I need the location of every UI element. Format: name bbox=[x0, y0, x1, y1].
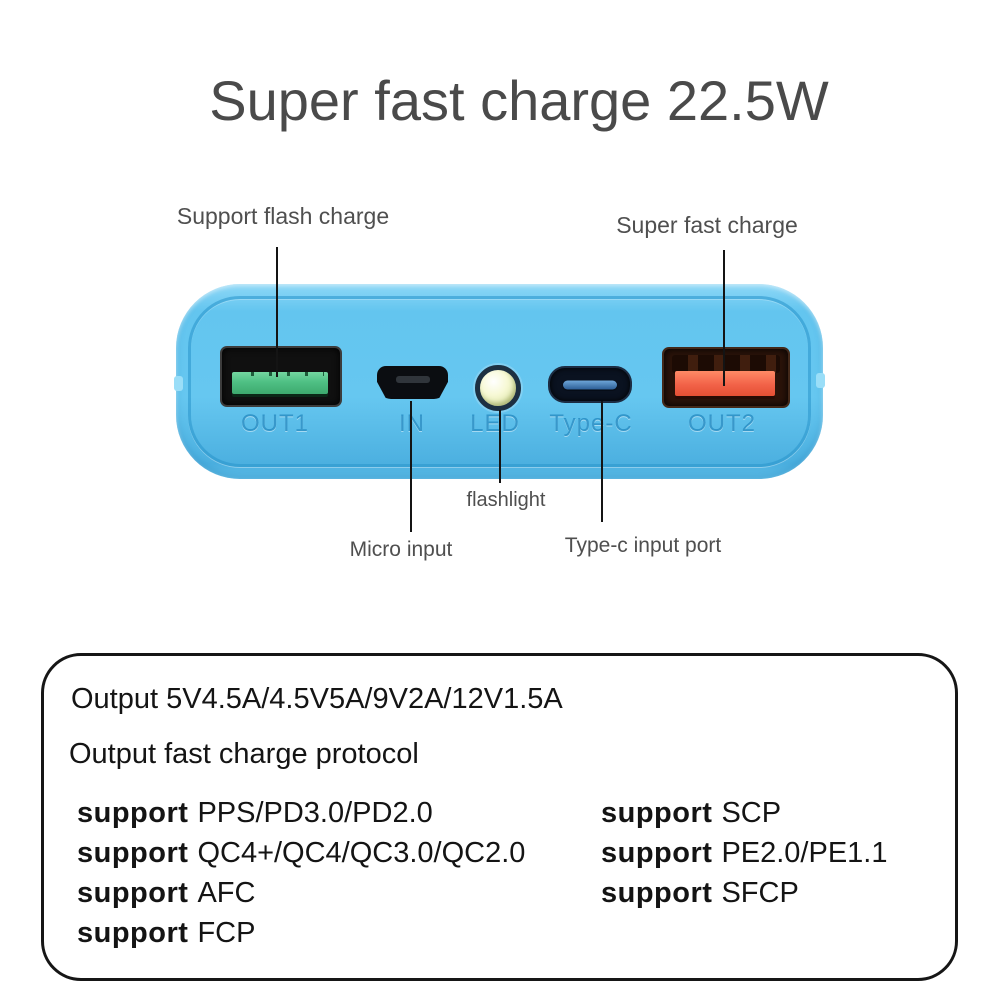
usb-green-tab bbox=[232, 372, 328, 394]
label-type-c-input-port: Type-c input port bbox=[564, 534, 722, 557]
usb-orange-tab bbox=[675, 371, 775, 396]
usb-a-out1-port bbox=[220, 346, 342, 407]
protocol-value: PE2.0/PE1.1 bbox=[721, 837, 888, 869]
shell-seam-left bbox=[174, 376, 183, 391]
callout-line-out1 bbox=[276, 247, 278, 377]
engraved-label-out1: OUT1 bbox=[240, 410, 310, 437]
type-c-tab bbox=[563, 380, 617, 389]
led-flashlight-lens bbox=[475, 365, 521, 411]
type-c-port bbox=[548, 366, 632, 403]
callout-line-out2 bbox=[723, 250, 725, 386]
engraved-label-out2: OUT2 bbox=[687, 410, 757, 437]
protocol-value: SCP bbox=[721, 797, 782, 829]
callout-line-micro-input bbox=[410, 401, 412, 532]
protocol-value: QC4+/QC4/QC3.0/QC2.0 bbox=[197, 837, 526, 869]
page-title: Super fast charge 22.5W bbox=[209, 69, 829, 132]
engraved-label-type-c: Type-C bbox=[549, 410, 633, 437]
engraved-label-led: LED bbox=[470, 410, 520, 437]
support-word: support bbox=[77, 797, 189, 829]
usb-contact-blocks bbox=[672, 355, 780, 373]
protocol-value: PPS/PD3.0/PD2.0 bbox=[197, 797, 433, 829]
support-word: support bbox=[77, 877, 189, 909]
support-word: support bbox=[77, 837, 189, 869]
support-word: support bbox=[601, 877, 713, 909]
micro-usb-pins bbox=[395, 376, 430, 383]
label-flashlight: flashlight bbox=[466, 489, 546, 511]
output-ratings: Output 5V4.5A/4.5V5A/9V2A/12V1.5A bbox=[71, 683, 563, 715]
label-micro-input: Micro input bbox=[349, 538, 453, 561]
shell-seam-right bbox=[816, 373, 825, 388]
micro-usb-in-port bbox=[377, 366, 448, 399]
protocol-value: AFC bbox=[197, 877, 256, 909]
support-word: support bbox=[77, 917, 189, 949]
usb-a-out2-port bbox=[662, 347, 790, 408]
protocol-heading: Output fast charge protocol bbox=[69, 738, 419, 770]
spec-box: Output 5V4.5A/4.5V5A/9V2A/12V1.5A Output… bbox=[41, 653, 958, 981]
support-word: support bbox=[601, 837, 713, 869]
support-word: support bbox=[601, 797, 713, 829]
label-super-fast-charge: Super fast charge bbox=[616, 212, 798, 238]
label-support-flash-charge: Support flash charge bbox=[176, 203, 390, 229]
power-bank-device: OUT1 IN LED Type-C OUT2 bbox=[174, 284, 825, 479]
protocol-value: SFCP bbox=[721, 877, 799, 909]
engraved-label-in: IN bbox=[399, 410, 425, 437]
callout-line-flashlight bbox=[499, 410, 501, 483]
protocol-value: FCP bbox=[197, 917, 256, 949]
callout-line-type-c bbox=[601, 401, 603, 522]
